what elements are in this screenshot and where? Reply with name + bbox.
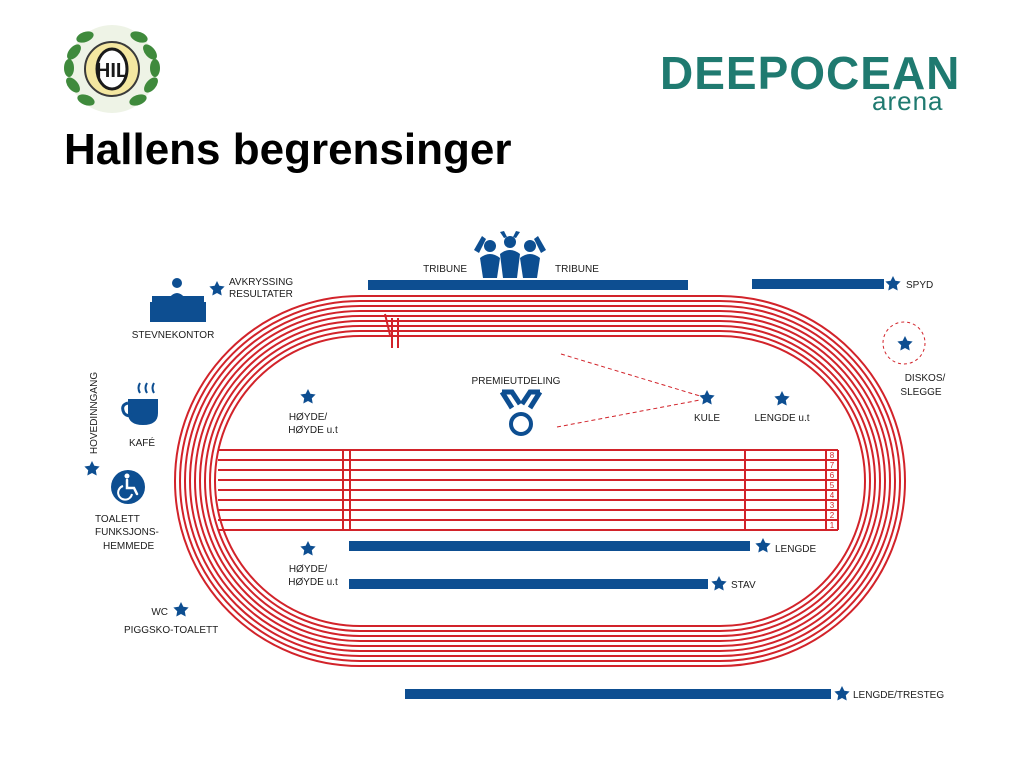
- premieutdeling-label: PREMIEUTDELING: [472, 376, 561, 387]
- spyd-area-bar: [752, 279, 884, 289]
- lane-number: 1: [830, 521, 835, 530]
- lane-number: 2: [830, 511, 835, 520]
- lane-number: 7: [830, 461, 835, 470]
- navy-bars: [349, 279, 884, 699]
- avkryssing-label-line1: AVKRYSSING: [229, 277, 293, 288]
- medal-icon: [499, 389, 543, 436]
- lane-number: 5: [830, 481, 835, 490]
- hoyde-bottom-label-line2: HØYDE u.t: [288, 577, 338, 588]
- toalett-label-line1: TOALETT: [95, 514, 140, 525]
- lengde-tresteg-star-icon: [834, 686, 850, 701]
- kule-dashed-lines: [556, 353, 701, 428]
- diskos-label-line2: SLEGGE: [900, 387, 941, 398]
- wheelchair-icon: [111, 470, 145, 504]
- lengde-ut-star-icon: [774, 391, 790, 406]
- lane-number: 4: [830, 491, 835, 500]
- wc-label-line1: WC: [151, 607, 168, 618]
- stevnekontor-label: STEVNEKONTOR: [132, 330, 215, 341]
- avkryssing-label-line2: RESULTATER: [229, 289, 293, 300]
- lengde-tresteg-runway-bar: [405, 689, 831, 699]
- lane-number: 8: [830, 451, 835, 460]
- kule-star-icon: [699, 390, 715, 405]
- club-logo-text: HIL: [96, 60, 128, 82]
- lengde-star-icon: [755, 538, 771, 553]
- tribune-right-label: TRIBUNE: [555, 264, 599, 275]
- avkryssing-star-icon: [209, 281, 225, 296]
- lengde-ut-label: LENGDE u.t: [754, 413, 809, 424]
- brand-logo-sub: arena: [872, 86, 944, 116]
- hoyde-bottom-star-icon: [300, 541, 316, 556]
- diskos-circle: [882, 321, 926, 365]
- lengde-runway-bar: [349, 541, 750, 551]
- toalett-label-line2: FUNKSJONS-: [95, 527, 159, 538]
- kule-label: KULE: [694, 413, 720, 424]
- spyd-star-icon: [885, 276, 901, 291]
- club-logo: HIL: [64, 25, 160, 113]
- lane-numbers: 8 7 6 5 4 3 2 1: [830, 451, 835, 530]
- lengde-tresteg-label: LENGDE/TRESTEG: [853, 690, 944, 701]
- running-track: [174, 295, 906, 667]
- stav-runway-bar: [349, 579, 708, 589]
- wc-star-icon: [173, 602, 189, 617]
- laurel-wreath-icon: [64, 25, 160, 113]
- coffee-cup-icon: [121, 382, 158, 425]
- hovedinngang-label: HOVEDINNGANG: [89, 372, 100, 454]
- page-title: Hallens begrensinger: [64, 125, 512, 174]
- toalett-label-line3: HEMMEDE: [103, 541, 154, 552]
- track-start-marks: [384, 313, 399, 348]
- stav-label: STAV: [731, 580, 756, 591]
- lane-number: 6: [830, 471, 835, 480]
- tribune-left-label: TRIBUNE: [423, 264, 467, 275]
- hovedinngang-star-icon: [84, 461, 100, 476]
- wc-label-line2: PIGGSKO-TOALETT: [124, 625, 218, 636]
- stav-star-icon: [711, 576, 727, 591]
- brand-logo-name: DEEPOCEAN: [660, 47, 961, 99]
- hoyde-bottom-label-line1: HØYDE/: [289, 564, 328, 575]
- hoyde-top-label-line2: HØYDE u.t: [288, 425, 338, 436]
- lane-number: 3: [830, 501, 835, 510]
- kafe-label: KAFÉ: [129, 436, 155, 449]
- tribune-bar: [368, 280, 688, 290]
- hoyde-top-label-line1: HØYDE/: [289, 412, 328, 423]
- sprint-straight: [218, 449, 839, 531]
- spyd-label: SPYD: [906, 280, 933, 291]
- lengde-label: LENGDE: [775, 544, 816, 555]
- hoyde-top-star-icon: [300, 389, 316, 404]
- desk-icon: [150, 278, 206, 322]
- crowd-icon: [474, 231, 546, 278]
- diskos-label-line1: DISKOS/: [905, 373, 946, 384]
- diskos-star-icon: [897, 336, 913, 351]
